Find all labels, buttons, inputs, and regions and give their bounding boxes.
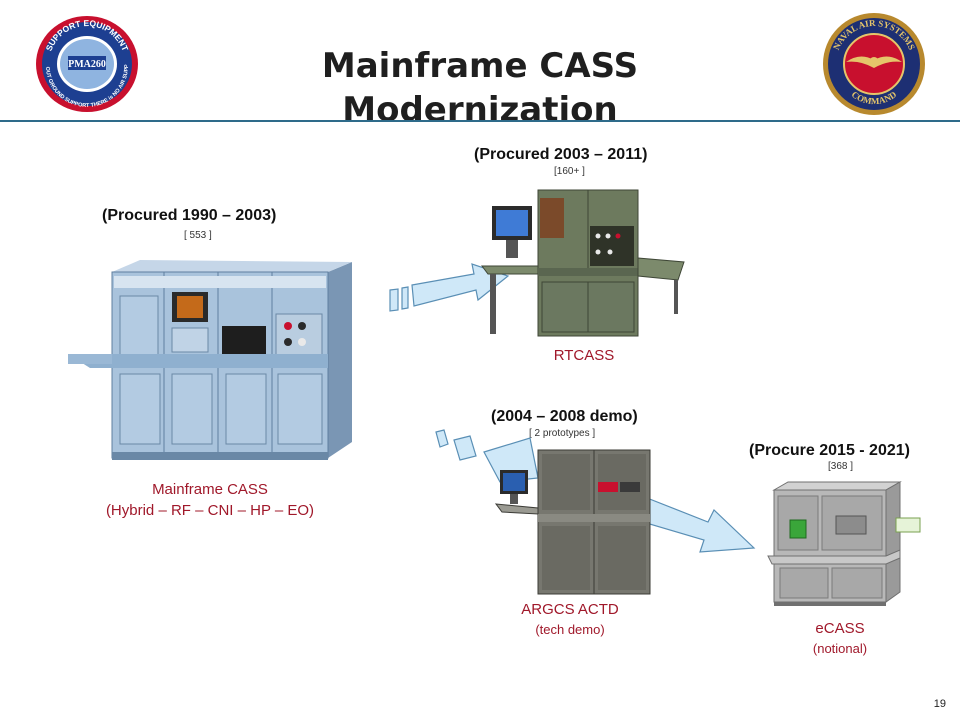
ecass-period: (Procure 2015 - 2021) <box>749 442 910 459</box>
rtcass-count: [160+ ] <box>554 166 585 177</box>
navair-seal-icon: NAVAL AIR SYSTEMS COMMAND <box>823 13 925 115</box>
page-number: 19 <box>933 698 946 710</box>
mainframe-count: [ 553 ] <box>184 230 212 241</box>
argcs-detail: (tech demo) <box>535 622 605 637</box>
rtcass-period: (Procured 2003 – 2011) <box>474 146 648 163</box>
slide-title-line-2: Modernization <box>342 90 618 130</box>
ecass-detail: (notional) <box>812 641 868 656</box>
pma260-seal-icon: PMA260 SUPPORT EQUIPMENT WITHOUT GROUND … <box>34 14 138 112</box>
ecass-image <box>767 481 921 606</box>
slide-title: Mainframe CASS Modernization <box>240 44 720 132</box>
argcs-image <box>494 449 651 595</box>
mainframe-period: (Procured 1990 – 2003) <box>102 207 277 224</box>
arrow-to-rtcass <box>389 263 510 312</box>
title-divider <box>0 120 960 122</box>
mainframe-cass-image <box>68 260 352 460</box>
ecass-name: eCASS <box>815 620 865 637</box>
mainframe-name: Mainframe CASS <box>152 481 268 498</box>
pma260-seal-center-text: PMA260 <box>68 59 106 70</box>
mainframe-detail: (Hybrid – RF – CNI – HP – EO) <box>105 502 315 519</box>
rtcass-name: RTCASS <box>553 347 615 364</box>
rtcass-image <box>481 189 685 337</box>
slide-title-line-1: Mainframe CASS <box>321 46 639 86</box>
argcs-count: [ 2 prototypes ] <box>529 428 596 439</box>
argcs-period: (2004 – 2008 demo) <box>491 408 638 425</box>
argcs-name: ARGCS ACTD <box>521 601 619 618</box>
ecass-count: [368 ] <box>828 461 854 472</box>
